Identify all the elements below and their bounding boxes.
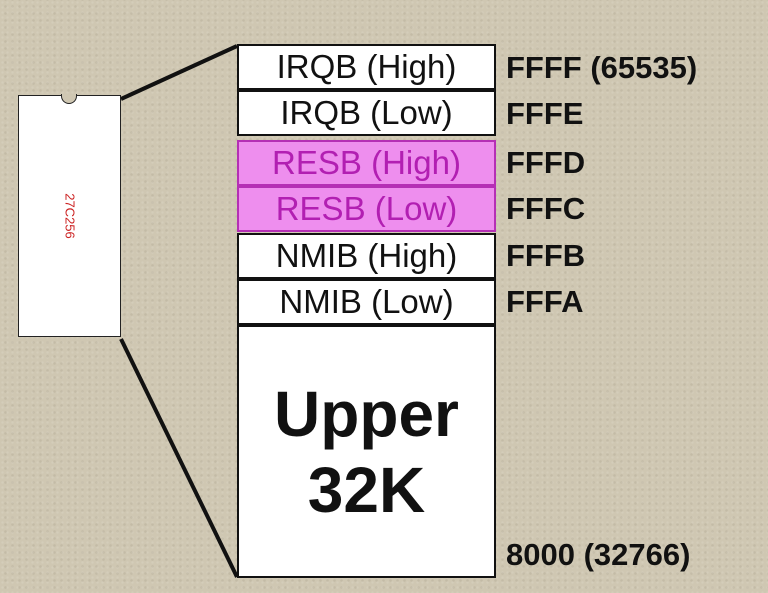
memory-row-resb-high: RESB (High) bbox=[237, 140, 496, 186]
address-fffa: FFFA bbox=[506, 284, 584, 319]
memory-row-nmib-low: NMIB (Low) bbox=[237, 279, 496, 325]
eeprom-chip: 27C256 bbox=[18, 94, 121, 337]
memory-row-irqb-low: IRQB (Low) bbox=[237, 90, 496, 136]
chip-notch bbox=[61, 94, 77, 104]
memory-row-resb-low: RESB (Low) bbox=[237, 186, 496, 232]
upper-block-line1: Upper bbox=[274, 377, 459, 450]
memory-row-irqb-high: IRQB (High) bbox=[237, 44, 496, 90]
upper-32k-block: Upper 32K bbox=[237, 325, 496, 578]
address-fffb: FFFB bbox=[506, 238, 586, 273]
address-ffff: FFFF (65535) bbox=[506, 50, 698, 85]
zoom-line-bottom bbox=[119, 338, 239, 578]
address-fffc: FFFC bbox=[506, 191, 586, 226]
address-8000: 8000 (32766) bbox=[506, 537, 691, 572]
address-fffd: FFFD bbox=[506, 145, 586, 180]
address-fffe: FFFE bbox=[506, 96, 584, 131]
upper-block-line2: 32K bbox=[307, 453, 426, 526]
zoom-line-top bbox=[120, 44, 238, 101]
chip-label: 27C256 bbox=[62, 193, 77, 239]
memory-row-nmib-high: NMIB (High) bbox=[237, 233, 496, 279]
